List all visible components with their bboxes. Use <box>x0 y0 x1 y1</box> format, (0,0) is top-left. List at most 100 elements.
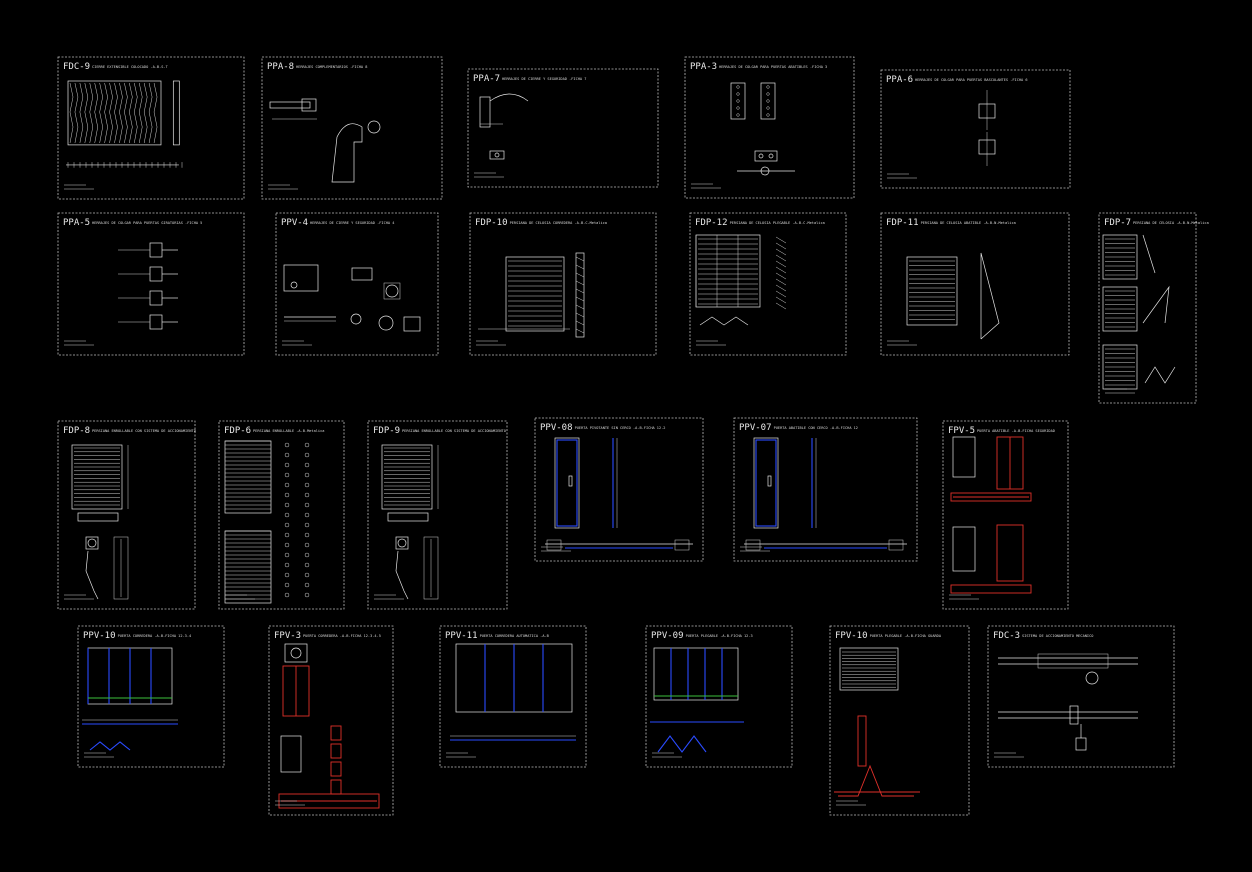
sheet-title: HERRAJES COMPLEMENTARIOS -FICHA 8 <box>296 65 367 69</box>
sheet-title: SISTEMA DE ACCIONAMIENTO MECANICO <box>1022 634 1093 638</box>
sheet-code: PPV-09 <box>651 631 684 641</box>
sheet-code: PPA-7 <box>473 74 500 84</box>
sheet-title: HERRAJES DE COLGAR PARA PUERTAS GIRATORI… <box>92 221 202 225</box>
sheet-code: FDP-6 <box>224 426 251 436</box>
sheet-title: PERSIANA DE CELOSIA ABATIBLE -A-B-N-Meta… <box>921 221 1016 225</box>
sheet-code: PPA-5 <box>63 218 90 228</box>
sheet-drawing <box>374 444 439 600</box>
sheet-code: FPV-10 <box>835 631 868 641</box>
sheet-frame <box>880 69 1071 189</box>
sheet-title: PERSIANA ENROLLABLE -A-B-Metalica <box>253 429 324 433</box>
sheet-frame <box>439 625 587 768</box>
sheet-frame <box>880 212 1070 356</box>
sheet-frame <box>57 56 245 200</box>
sheet-code: PPV-10 <box>83 631 116 641</box>
sheet-frame <box>57 420 196 610</box>
sheet-drawing <box>887 90 996 179</box>
sheet-code: PPA-8 <box>267 62 294 72</box>
sheet-code: FDC-9 <box>63 62 90 72</box>
sheet-frame <box>57 212 245 356</box>
sheet-frame <box>467 68 659 188</box>
sheet-frame <box>733 417 918 562</box>
sheet-drawing <box>834 647 920 806</box>
sheet-code: FPV-5 <box>948 426 975 436</box>
sheet-title: PERSIANA ENROLLABLE CON SISTEMA DE ACCIO… <box>402 429 506 433</box>
sheet-drawing <box>949 436 1032 600</box>
sheet-title: PUERTA CORREDERA -A-B-FICHA 12.3.4 <box>118 634 192 638</box>
sheet-code: FDP-12 <box>695 218 728 228</box>
sheet-title: PUERTA ABATIBLE -A-B-FICHA SEGURIDAD <box>977 429 1055 433</box>
sheet-code: FDC-3 <box>993 631 1020 641</box>
sheet-drawing <box>446 643 576 758</box>
sheet-title: PERSIANA ENROLLABLE CON SISTEMA DE ACCIO… <box>92 429 196 433</box>
sheet-title: PERSIANA DE CELOSIA PLEGABLE -A-B-C-Meta… <box>730 221 825 225</box>
sheet-title: PERSIANA DE CELOSIA -A-B-N-Metalica <box>1133 221 1209 225</box>
sheet-frame <box>684 56 855 199</box>
sheet-title: PUERTA CORREDERA -A-B-FICHA 12.3.4.5 <box>303 634 381 638</box>
sheet-code: FDP-10 <box>475 218 508 228</box>
sheet-drawing <box>275 643 380 809</box>
sheet-title: PUERTA ABATIBLE CON CERCO -A-B-FICHA 12 <box>774 426 858 430</box>
sheet-drawing <box>64 80 183 190</box>
sheet-drawing <box>476 252 585 346</box>
sheet-frame <box>534 417 704 562</box>
sheet-title: PUERTA PIVOTANTE SIN CERCO -A-B-FICHA 12… <box>575 426 666 430</box>
sheet-title: CIERRE EXTENSIBLE COLOCADO -A-B-S-T <box>92 65 169 69</box>
sheet-drawing <box>691 82 795 189</box>
sheet-frame <box>469 212 657 356</box>
sheet-title: PUERTA PLEGABLE -A-B-FICHA 12.3 <box>686 634 753 638</box>
sheet-frame <box>275 212 439 356</box>
sheet-drawing <box>887 252 1000 346</box>
sheet-drawing <box>994 653 1138 758</box>
sheet-title: HERRAJES DE COLGAR PARA PUERTAS ABATIBLE… <box>719 65 827 69</box>
sheet-drawing <box>541 437 693 552</box>
sheet-title: HERRAJES DE COLGAR PARA PUERTAS BASCULAN… <box>915 78 1028 82</box>
sheet-drawing <box>740 437 907 552</box>
sheet-code: FDP-7 <box>1104 218 1131 228</box>
sheet-code: FDP-9 <box>373 426 400 436</box>
sheet-code: FDP-11 <box>886 218 919 228</box>
sheet-drawing <box>282 264 421 346</box>
sheet-frame <box>367 420 508 610</box>
sheet-code: FPV-3 <box>274 631 301 641</box>
sheet-title: PUERTA CORREDERA AUTOMATICA -A-B <box>480 634 549 638</box>
sheet-title: PUERTA PLEGABLE -A-B-FICHA GUARDA <box>870 634 942 638</box>
sheet-drawing <box>650 647 744 758</box>
sheet-code: PPV-07 <box>739 423 772 433</box>
sheet-frame <box>829 625 970 816</box>
sheet-drawing <box>224 440 310 604</box>
sheet-drawing <box>82 647 178 758</box>
sheet-code: FDP-8 <box>63 426 90 436</box>
sheet-frame <box>218 420 345 610</box>
sheet-code: PPV-4 <box>281 218 308 228</box>
sheet-drawing <box>695 234 787 346</box>
sheet-title: HERRAJES DE CIERRE Y SEGURIDAD -FICHA 4 <box>310 221 394 225</box>
sheet-code: PPV-08 <box>540 423 573 433</box>
sheet-frame <box>987 625 1175 768</box>
